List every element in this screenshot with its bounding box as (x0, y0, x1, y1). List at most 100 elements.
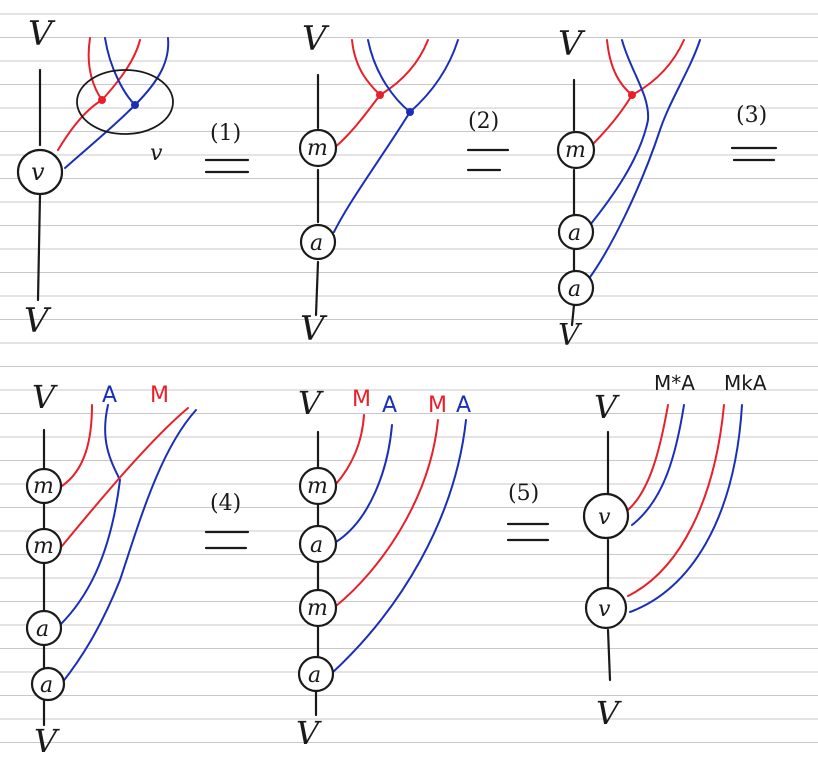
red-vertex (376, 91, 384, 99)
top-v-label: V (558, 24, 586, 64)
relation-5-label: (5) (508, 481, 539, 506)
m-node (25, 527, 63, 565)
blue-strand (134, 37, 170, 106)
wire (36, 193, 42, 302)
ruled-lines (0, 13, 818, 743)
node-label: a (568, 221, 581, 246)
red-strand (631, 39, 685, 96)
strand-label-mka: MkA (724, 371, 767, 395)
strand-label-a1: A (382, 393, 397, 418)
relation-2-sign (466, 148, 510, 172)
red-strand (591, 39, 634, 146)
node-label: m (307, 136, 328, 161)
diagram-5: V M A M A m a m a V (296, 384, 471, 752)
blue-strand (631, 404, 685, 526)
red-strand (627, 404, 669, 511)
wire (570, 78, 576, 327)
red-strand (627, 404, 725, 597)
red-strand (335, 419, 439, 607)
node-label: v (598, 505, 611, 530)
a-node (297, 655, 335, 693)
red-strand (61, 407, 189, 547)
bottom-v-label: V (596, 694, 622, 732)
blue-strand (629, 404, 743, 613)
relation-3-sign (730, 146, 778, 162)
red-strand (335, 414, 365, 485)
relation-5-sign (506, 522, 550, 542)
top-v-label: V (32, 378, 58, 416)
a-node (298, 524, 338, 564)
m-node (298, 588, 338, 628)
blue-strand (61, 409, 197, 684)
red-strand (61, 404, 93, 487)
diagram-2: V m a V (298, 19, 459, 349)
bottom-v-label: V (296, 714, 322, 752)
diagram-3: V m a a V (556, 24, 701, 353)
relation-1-label: (1) (210, 121, 241, 146)
strand-label-m2: M (428, 393, 447, 418)
blue-strand (587, 39, 701, 281)
top-v-label: V (594, 388, 620, 426)
blue-strand (409, 39, 459, 113)
blue-strand (333, 39, 412, 233)
wire (606, 430, 612, 682)
highlight-loop (76, 69, 174, 135)
v-node (582, 492, 630, 540)
diagram-4: V A M m m a a V (25, 378, 197, 760)
node-label: m (565, 138, 586, 163)
bottom-v-label: V (300, 309, 328, 349)
node-label: a (310, 231, 323, 256)
bottom-v-label: V (34, 722, 60, 760)
node-label: m (307, 474, 328, 499)
blue-vertex (131, 101, 139, 109)
node-label: a (310, 533, 323, 558)
node-label: a (308, 663, 321, 688)
relation-1-sign (204, 158, 250, 174)
top-v-label: V (28, 14, 56, 54)
bottom-v-label: V (558, 318, 583, 353)
red-vertex (98, 96, 106, 104)
m-node (298, 466, 338, 506)
a-node (557, 213, 595, 251)
m-node (25, 467, 63, 505)
node-label: v (598, 597, 611, 622)
relation-4-label: (4) (210, 491, 241, 516)
bottom-v-label: V (24, 301, 52, 341)
diagram-1: V v v V (16, 14, 174, 341)
red-vertex (628, 91, 636, 99)
node-label: m (33, 474, 54, 499)
relation-4-sign (204, 530, 250, 550)
m-node (556, 130, 596, 170)
loop-v-label: v (150, 141, 163, 166)
strand-label-m1: M (352, 387, 371, 412)
red-strand (57, 37, 104, 151)
node-label: a (568, 277, 581, 302)
diagram-6: V M*A MkA v v V (582, 371, 767, 732)
node-label: a (36, 617, 49, 642)
node-label: m (33, 534, 54, 559)
blue-strand (331, 419, 467, 674)
wire (314, 73, 320, 317)
relation-3-label: (3) (736, 103, 767, 128)
strand-label-a: A (102, 383, 117, 408)
wire (314, 430, 320, 717)
blue-strand (589, 39, 650, 226)
strand-label-m: M (150, 383, 169, 408)
node-label: a (40, 673, 53, 698)
a-node (557, 269, 595, 307)
m-node (298, 128, 338, 168)
top-v-label: V (298, 384, 324, 422)
top-v-label: V (302, 19, 330, 59)
strand-label-a2: A (456, 393, 471, 418)
relation-2-label: (2) (468, 109, 499, 134)
node-label: v (31, 158, 45, 186)
blue-strand (59, 404, 122, 626)
red-strand (379, 39, 429, 96)
strand-label-mstara: M*A (654, 371, 695, 395)
v-node (584, 586, 628, 630)
blue-strand (335, 424, 393, 543)
a-node (25, 609, 63, 647)
node-label: m (307, 596, 328, 621)
a-node (299, 223, 337, 261)
